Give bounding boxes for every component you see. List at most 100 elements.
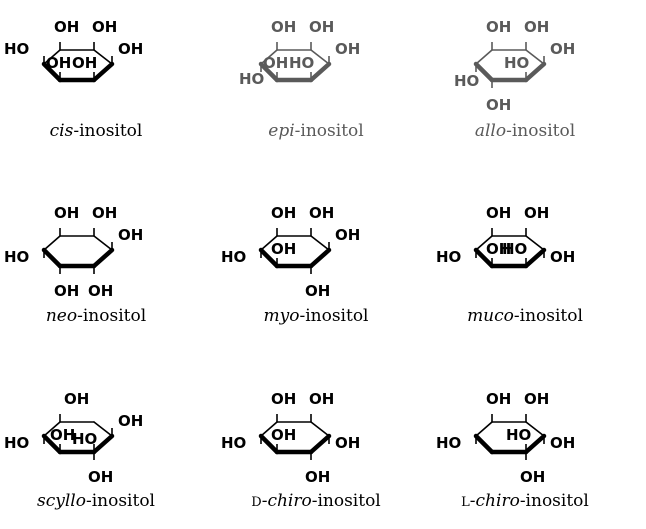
- caption-mid: -: [262, 491, 268, 511]
- ring-bond: [310, 49, 330, 65]
- ring-bond: [43, 235, 61, 251]
- ring-bond: [525, 49, 545, 65]
- ring-bond: [93, 49, 113, 65]
- ring-bond: [308, 247, 332, 269]
- caption-suffix: -inositol: [86, 491, 155, 511]
- caption-d-chiro: D-chiro-inositol: [251, 491, 381, 511]
- oh-label: OH: [118, 40, 143, 58]
- caption-suffix: -inositol: [312, 491, 381, 511]
- caption-mid: -: [470, 491, 476, 511]
- oh-label: OH: [88, 282, 113, 300]
- oh-label: OH: [72, 54, 97, 72]
- ring-bond: [475, 421, 493, 437]
- caption-prefix: scyllo: [37, 491, 86, 511]
- ring-bond: [91, 247, 115, 269]
- oh-label: OH: [335, 226, 360, 244]
- ho-label: HO: [504, 54, 529, 72]
- ho-label: HO: [221, 434, 246, 452]
- caption-allo: allo-inositol: [475, 121, 575, 141]
- ring-bond: [41, 433, 63, 455]
- oh-label: OH: [88, 468, 113, 486]
- oh-label: OH: [50, 426, 75, 444]
- oh-label: OH: [486, 18, 511, 36]
- ring-bond: [523, 247, 547, 269]
- oh-label: OH: [550, 248, 575, 266]
- caption-suffix: -inositol: [295, 121, 364, 141]
- oh-label: OH: [309, 18, 334, 36]
- oh-label: OH: [271, 390, 296, 408]
- ring-bond: [308, 433, 332, 455]
- caption-italic: chiro: [476, 491, 520, 511]
- ring-bond: [260, 421, 278, 437]
- ring-bond: [258, 433, 280, 455]
- oh-label: OH: [524, 390, 549, 408]
- ho-label: HO: [506, 426, 531, 444]
- ring-bond: [473, 433, 495, 455]
- ring-bond: [258, 247, 280, 269]
- oh-label: OH: [486, 390, 511, 408]
- ho-label: HO: [436, 248, 461, 266]
- ring-bond: [41, 61, 63, 83]
- ho-label: HO: [454, 72, 479, 90]
- ring-bond: [308, 61, 332, 83]
- oh-label: OH: [271, 426, 296, 444]
- ho-label: HO: [289, 54, 314, 72]
- ring-bond: [525, 235, 545, 251]
- oh-label: OH: [271, 18, 296, 36]
- ho-label: HO: [4, 40, 29, 58]
- caption-prefix: D: [251, 495, 261, 510]
- oh-label: OH: [305, 468, 330, 486]
- ring-bond: [260, 49, 278, 65]
- ho-label: HO: [4, 434, 29, 452]
- caption-prefix: muco: [467, 306, 514, 326]
- ring-bond: [91, 433, 115, 455]
- caption-suffix: -inositol: [299, 306, 368, 326]
- oh-label: OH: [271, 240, 296, 258]
- ring-bond: [473, 61, 495, 83]
- caption-prefix: neo: [46, 306, 77, 326]
- ring-bond: [475, 49, 493, 65]
- oh-label: OH: [46, 54, 71, 72]
- caption-l-chiro: L-chiro-inositol: [461, 491, 589, 511]
- ring-bond: [91, 61, 115, 83]
- ring-bond: [475, 235, 493, 251]
- ring-bond: [260, 235, 278, 251]
- caption-myo: myo-inositol: [264, 306, 369, 326]
- caption-cis: cis-inositol: [50, 121, 143, 141]
- ring-bond: [473, 247, 495, 269]
- caption-suffix: -inositol: [77, 306, 146, 326]
- oh-label: OH: [335, 434, 360, 452]
- ring-bond: [523, 61, 547, 83]
- oh-label: OH: [524, 18, 549, 36]
- caption-suffix: -inositol: [73, 121, 142, 141]
- caption-epi: epi-inositol: [268, 121, 363, 141]
- ring-bond: [43, 421, 61, 437]
- caption-suffix: -inositol: [506, 121, 575, 141]
- caption-scyllo: scyllo-inositol: [37, 491, 155, 511]
- ring-bond: [258, 61, 280, 83]
- ring-bond: [93, 235, 113, 251]
- oh-label: OH: [309, 390, 334, 408]
- caption-prefix: epi: [268, 121, 294, 141]
- ho-label: HO: [502, 240, 527, 258]
- caption-neo: neo-inositol: [46, 306, 146, 326]
- oh-label: OH: [335, 40, 360, 58]
- oh-label: OH: [524, 204, 549, 222]
- ho-label: HO: [221, 248, 246, 266]
- oh-label: OH: [520, 468, 545, 486]
- caption-suffix: -inositol: [520, 491, 589, 511]
- oh-label: OH: [550, 434, 575, 452]
- oh-label: OH: [92, 18, 117, 36]
- ring-bond: [525, 421, 545, 437]
- caption-prefix: cis: [50, 121, 74, 141]
- ho-label: HO: [4, 248, 29, 266]
- oh-label: OH: [486, 204, 511, 222]
